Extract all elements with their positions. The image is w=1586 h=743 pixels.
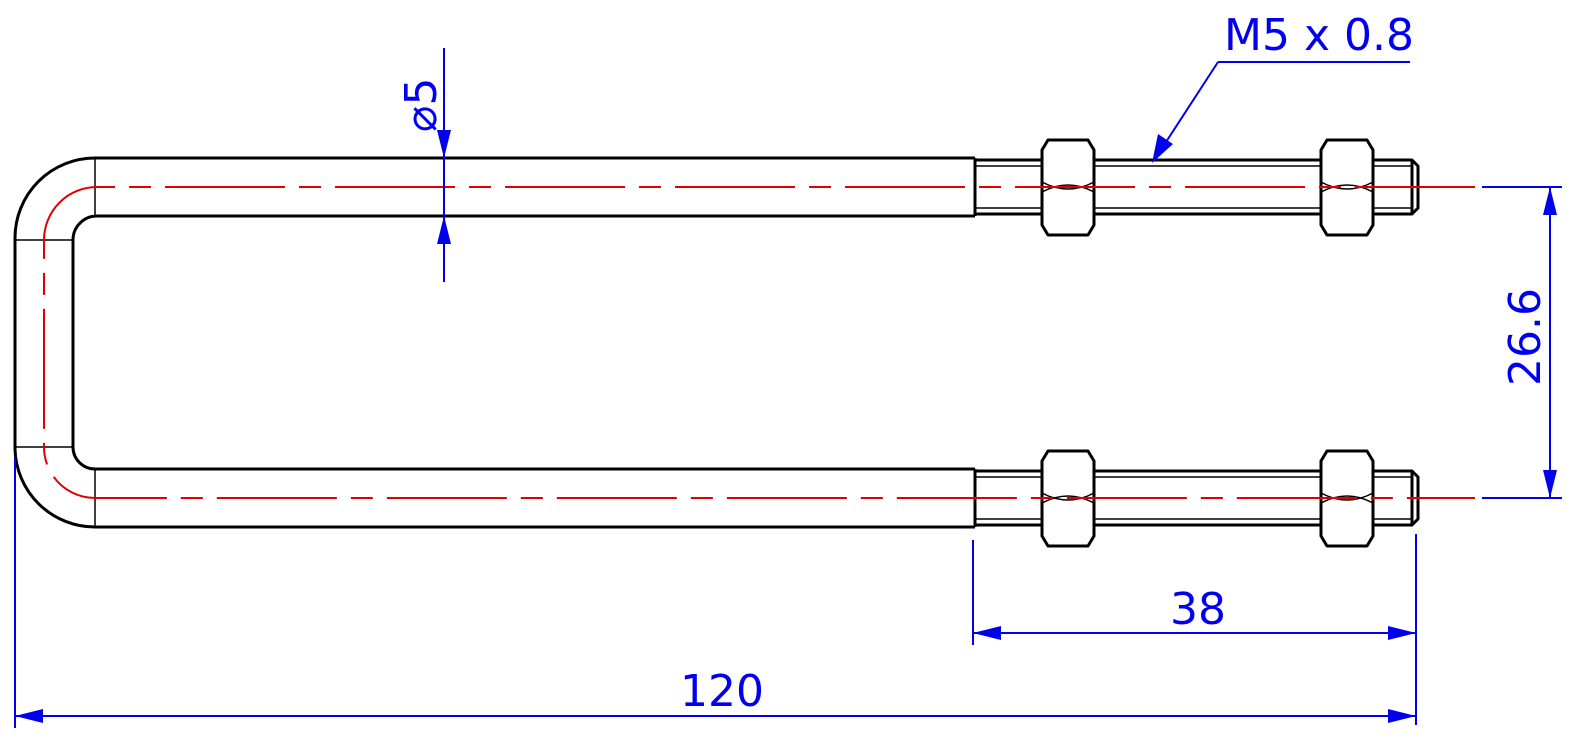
thread-callout-label: M5 x 0.8 bbox=[1224, 10, 1414, 61]
u-bolt-inner-outline bbox=[71, 214, 975, 471]
thread-callout-leader bbox=[1152, 61, 1410, 163]
diameter-dimension bbox=[437, 48, 451, 282]
overall-length-label: 120 bbox=[680, 666, 764, 717]
overall-length-dimension bbox=[14, 457, 1416, 728]
u-bolt-outer-outline bbox=[13, 156, 975, 529]
thread-length-dimension bbox=[972, 534, 1417, 725]
leg-spacing-label: 26.6 bbox=[1500, 288, 1551, 386]
leg-spacing-dimension bbox=[1482, 186, 1562, 499]
nut-top-outer bbox=[1319, 138, 1375, 237]
thread-length-label: 38 bbox=[1170, 584, 1226, 635]
centerline bbox=[43, 186, 1475, 499]
diameter-label: ⌀5 bbox=[396, 78, 447, 132]
